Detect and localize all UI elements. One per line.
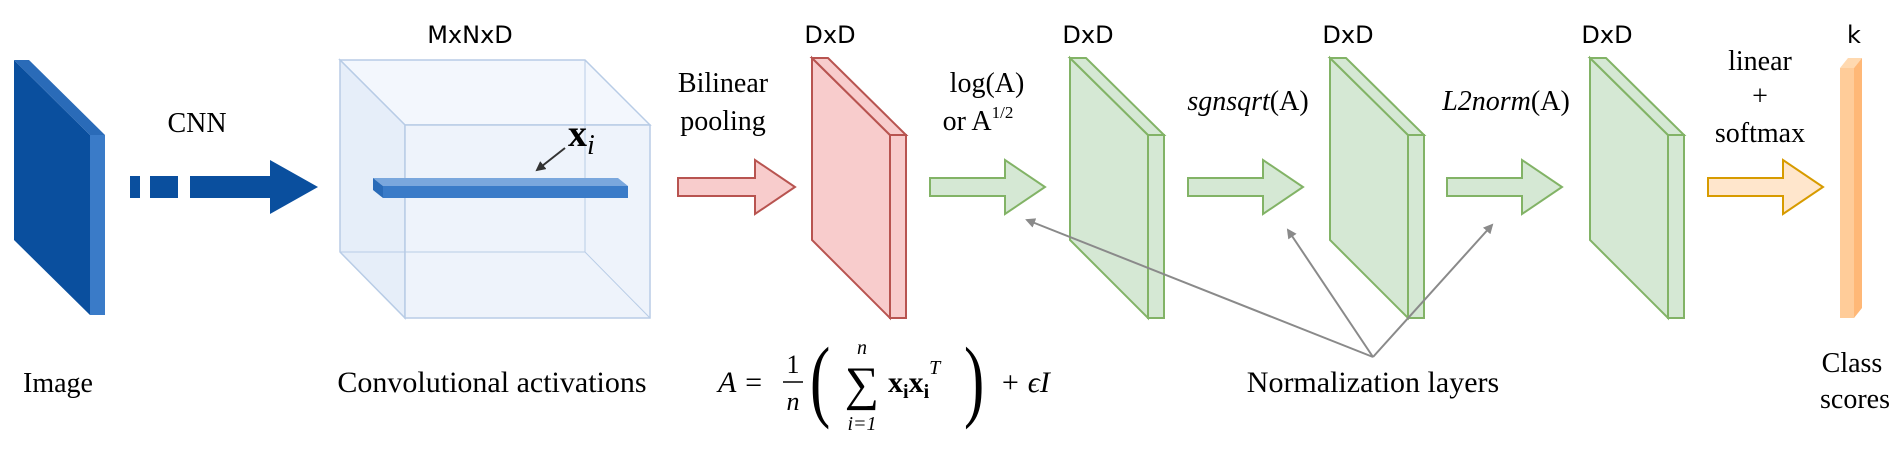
sgnsqrt-italic: sgnsqrt <box>1187 86 1271 117</box>
formula-term: xixiT <box>888 357 942 403</box>
formula-T: T <box>929 357 942 379</box>
log-label-line1: log(A) <box>950 68 1025 99</box>
class-label-line1: Class <box>1822 348 1883 379</box>
sgnsqrt-arg: (A) <box>1270 86 1309 117</box>
normalized-matrix-slab-3 <box>1587 55 1687 321</box>
formula-sum-symbol: ∑ <box>845 358 879 411</box>
formula-lhs: A = <box>716 366 764 399</box>
linear-label-line1: linear <box>1728 46 1792 77</box>
feature-fiber <box>373 178 628 198</box>
formula-i1: i <box>903 381 909 403</box>
k-label: k <box>1847 21 1861 49</box>
bilinear-label-line1: Bilinear <box>678 68 769 99</box>
normalized-matrix-slab-1 <box>1067 55 1167 321</box>
class-scores-slab <box>1840 58 1862 318</box>
linear-label-line2: + <box>1752 81 1768 112</box>
class-label-line2: scores <box>1820 384 1890 415</box>
dxd-label-1: DxD <box>804 21 855 49</box>
normalized-matrix-slab-2 <box>1327 55 1427 321</box>
normalization-layers-label: Normalization layers <box>1247 366 1499 399</box>
cnn-arrow <box>130 160 318 214</box>
softmax-arrow <box>1707 158 1825 216</box>
formula-paren-left: ( <box>810 329 830 430</box>
formula-x1: x <box>888 366 903 399</box>
formula-tail: + ϵI <box>1000 366 1052 399</box>
log-label-line2: or A1/2 <box>943 103 1014 137</box>
log-sup: 1/2 <box>992 103 1014 122</box>
log-line2-main: or A <box>943 106 993 137</box>
dxd-label-2: DxD <box>1062 21 1113 49</box>
activations-cube <box>338 58 652 320</box>
l2norm-arg: (A) <box>1531 86 1570 117</box>
normalization-pointers <box>1025 218 1494 358</box>
xi-pointer <box>535 147 566 172</box>
dxd-label-4: DxD <box>1581 21 1632 49</box>
formula-frac-den: n <box>787 387 800 416</box>
linear-label-line3: softmax <box>1715 118 1805 149</box>
sgnsqrt-label: sgnsqrt(A) <box>1187 86 1308 117</box>
image-label: Image <box>23 368 93 399</box>
bilinear-formula: A = 1 n ( n ∑ i=1 xixiT ) + ϵI <box>716 329 1052 435</box>
dxd-label-3: DxD <box>1322 21 1373 49</box>
formula-i2: i <box>924 381 930 403</box>
formula-sum-bottom: i=1 <box>847 413 876 435</box>
xi-label: xi <box>568 113 595 161</box>
l2norm-italic: L2norm <box>1441 86 1531 117</box>
log-sqrt-arrow <box>929 158 1047 216</box>
l2norm-arrow <box>1446 158 1564 216</box>
bilinear-label-line2: pooling <box>680 106 766 137</box>
formula-frac-num: 1 <box>787 350 800 379</box>
mxnxd-label: MxNxD <box>427 21 513 49</box>
bilinear-matrix-slab <box>809 55 909 321</box>
input-image-slab <box>14 60 105 315</box>
sgnsqrt-arrow <box>1187 158 1305 216</box>
bilinear-arrow <box>677 158 797 216</box>
formula-x2: x <box>909 366 924 399</box>
formula-sum-top: n <box>857 337 867 359</box>
xi-main: x <box>568 113 587 155</box>
xi-sub: i <box>587 130 595 161</box>
conv-activations-label: Convolutional activations <box>337 366 646 399</box>
cnn-label: CNN <box>167 108 226 139</box>
l2norm-label: L2norm(A) <box>1441 86 1570 117</box>
formula-paren-right: ) <box>964 329 984 430</box>
